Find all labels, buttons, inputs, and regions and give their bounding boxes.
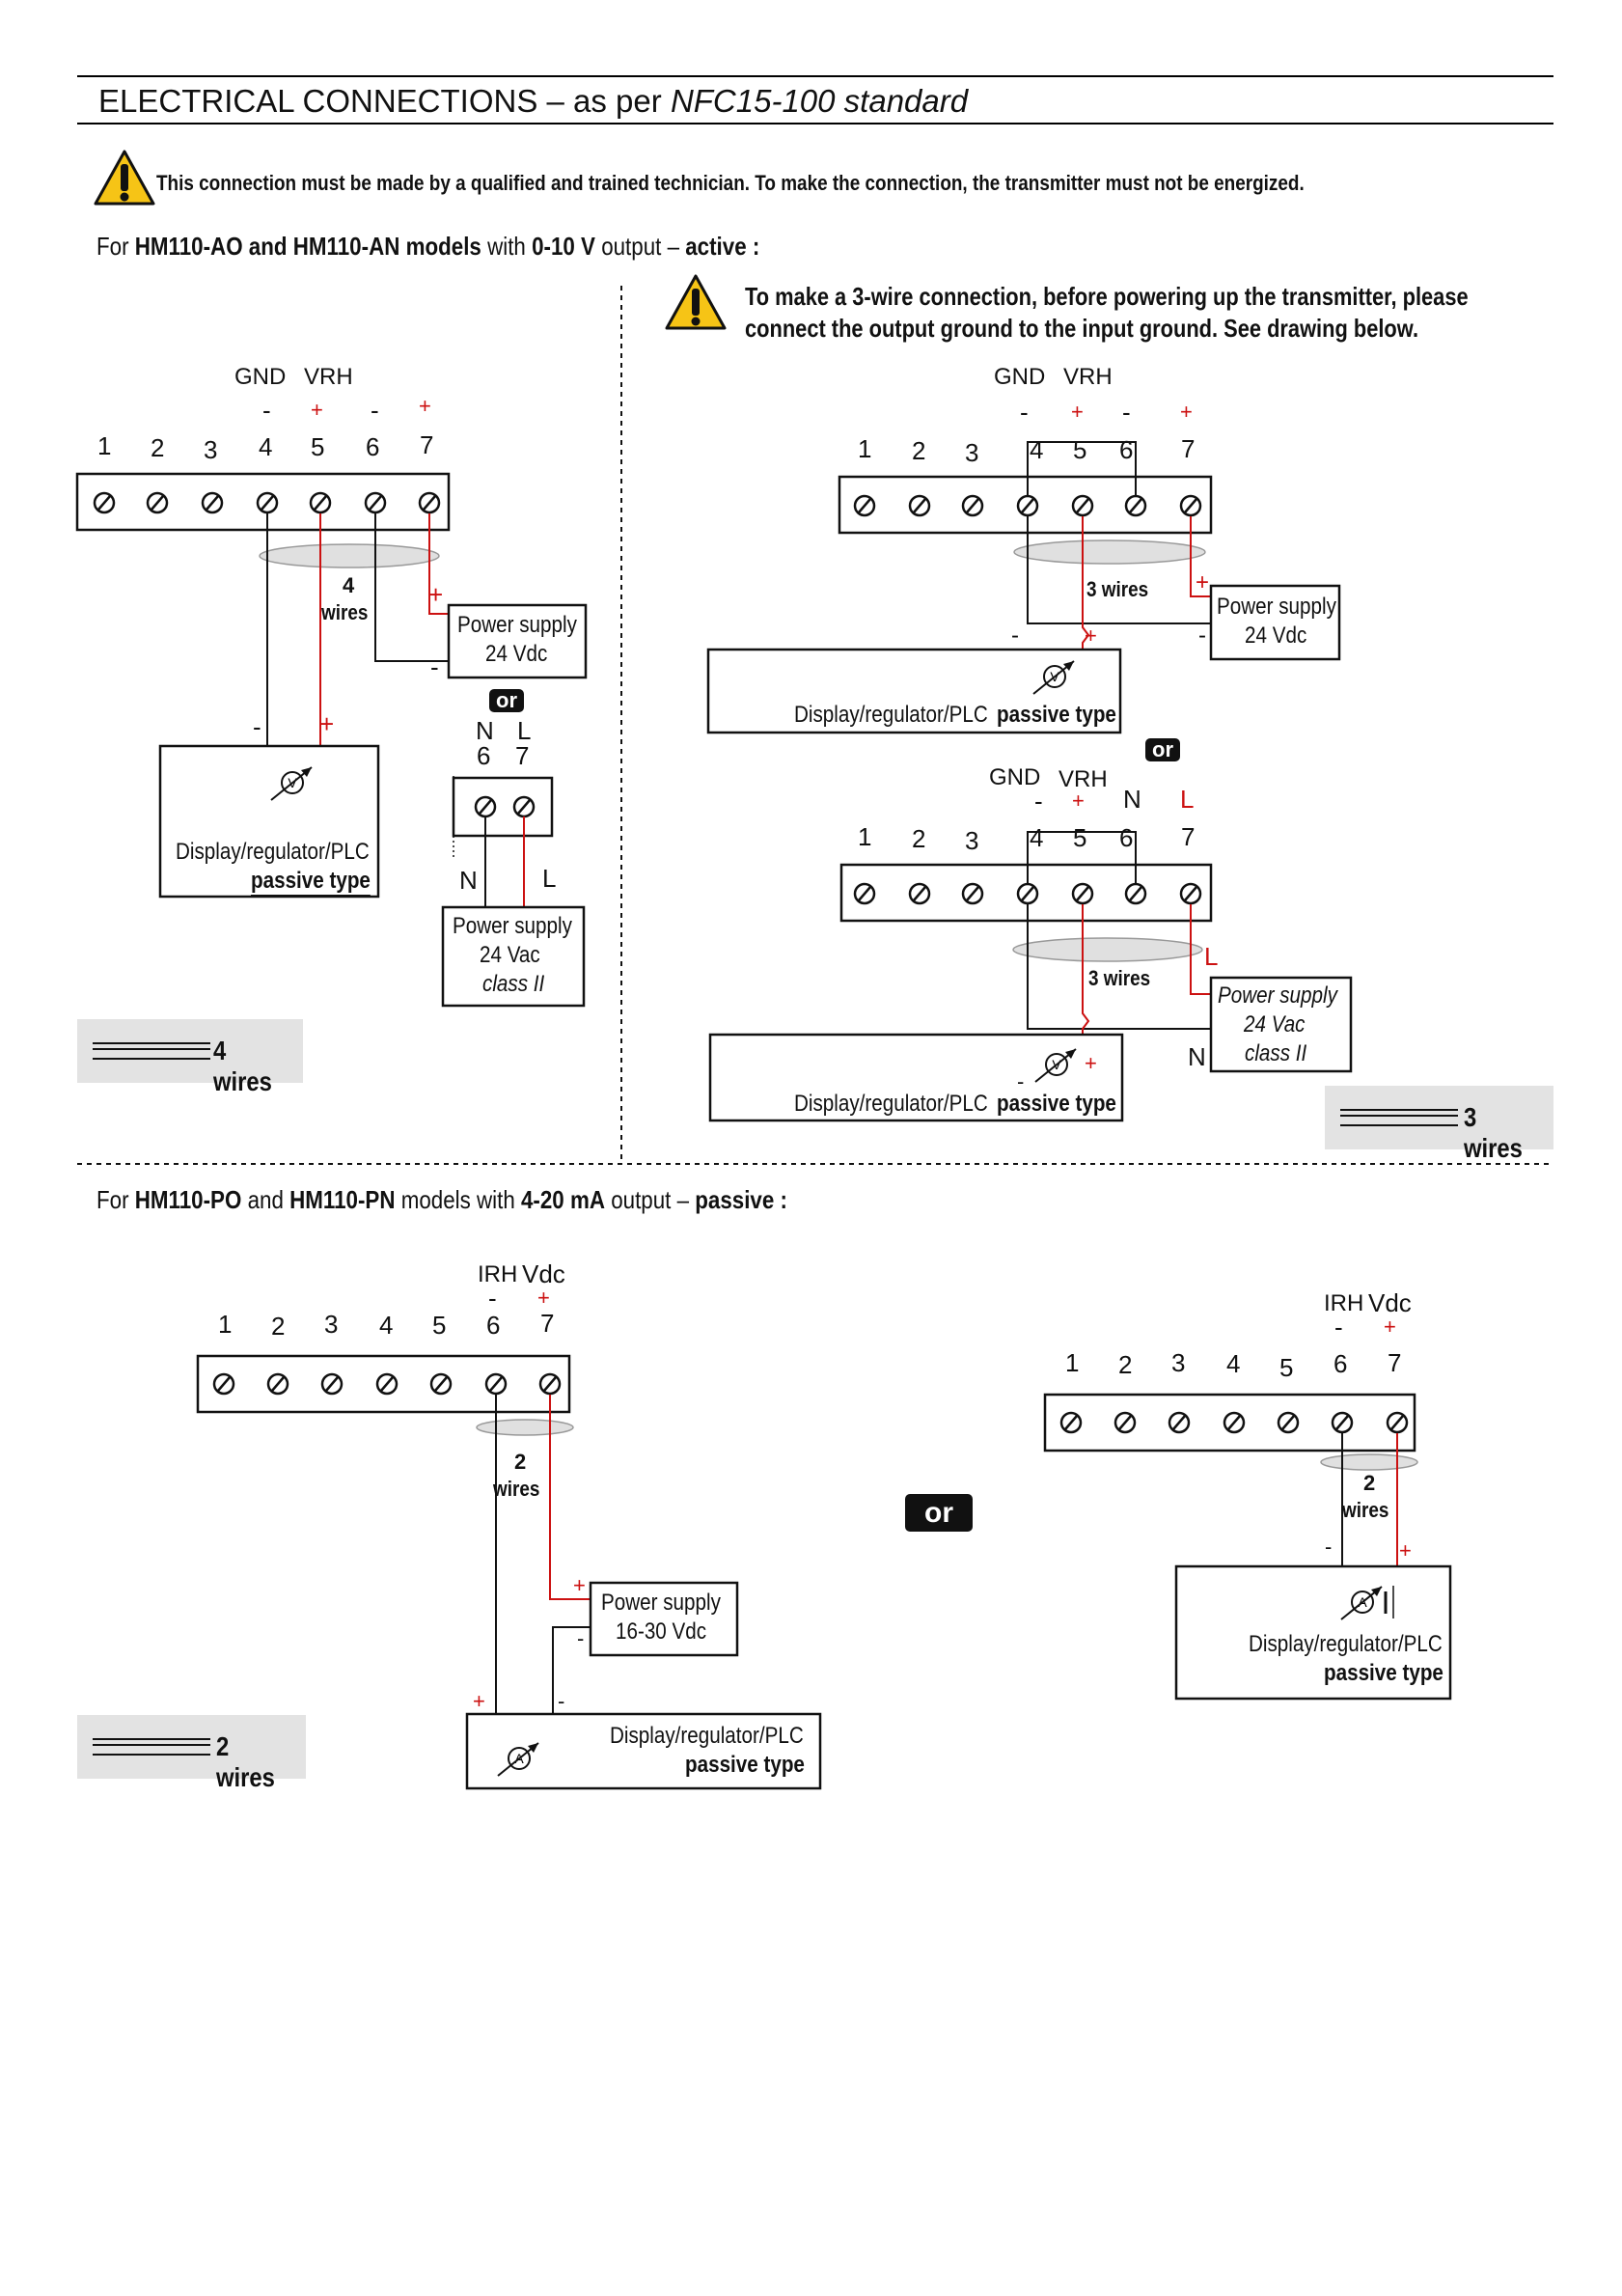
warning-icon (94, 150, 155, 206)
vdc-label: Vdc (522, 1259, 565, 1288)
diagram-2-wires-left (196, 1354, 822, 1790)
terminal-number: 1 (97, 431, 112, 460)
tag-4-wires: 4 wires (77, 1019, 303, 1096)
warning3-line2: connect the output ground to the input g… (745, 314, 1419, 343)
diagram-3-wires-ac (708, 831, 1353, 1122)
terminal-number: 4 (259, 432, 273, 461)
or-badge: or (1145, 738, 1180, 761)
diagram-4-wires (75, 472, 588, 1008)
gnd-label: GND (234, 364, 287, 390)
section2-intro: For HM110-PO and HM110-PN models with 4-… (96, 1185, 787, 1214)
warning3-line1: To make a 3-wire connection, before powe… (745, 282, 1469, 311)
warning-icon (665, 274, 727, 330)
or-badge: or (489, 689, 524, 712)
title-bar: ELECTRICAL CONNECTIONS – as per NFC15-10… (77, 75, 1553, 124)
tag-2-wires: 2 wires (77, 1715, 306, 1792)
terminal-number: 2 (151, 433, 165, 462)
vrh-label: VRH (304, 364, 353, 390)
terminal-number: 7 (420, 430, 434, 459)
section1-intro: For HM110-AO and HM110-AN models with 0-… (96, 232, 760, 261)
page-title: ELECTRICAL CONNECTIONS – as per NFC15-10… (98, 83, 969, 119)
warning-text: This connection must be made by a qualif… (156, 171, 1305, 195)
or-badge: or (905, 1494, 973, 1532)
power-supply-label: Power supply (457, 612, 577, 638)
irh-label: IRH (478, 1261, 518, 1287)
terminal-number: 6 (366, 432, 380, 461)
display-label: Display/regulator/PLC (176, 839, 370, 865)
terminal-number: 5 (311, 432, 325, 461)
diagram-2-wires-right (1043, 1393, 1452, 1701)
tag-3-wires: 3 wires (1325, 1086, 1553, 1163)
diagram-3-wires-dc (706, 441, 1341, 734)
terminal-number: 3 (204, 435, 218, 464)
